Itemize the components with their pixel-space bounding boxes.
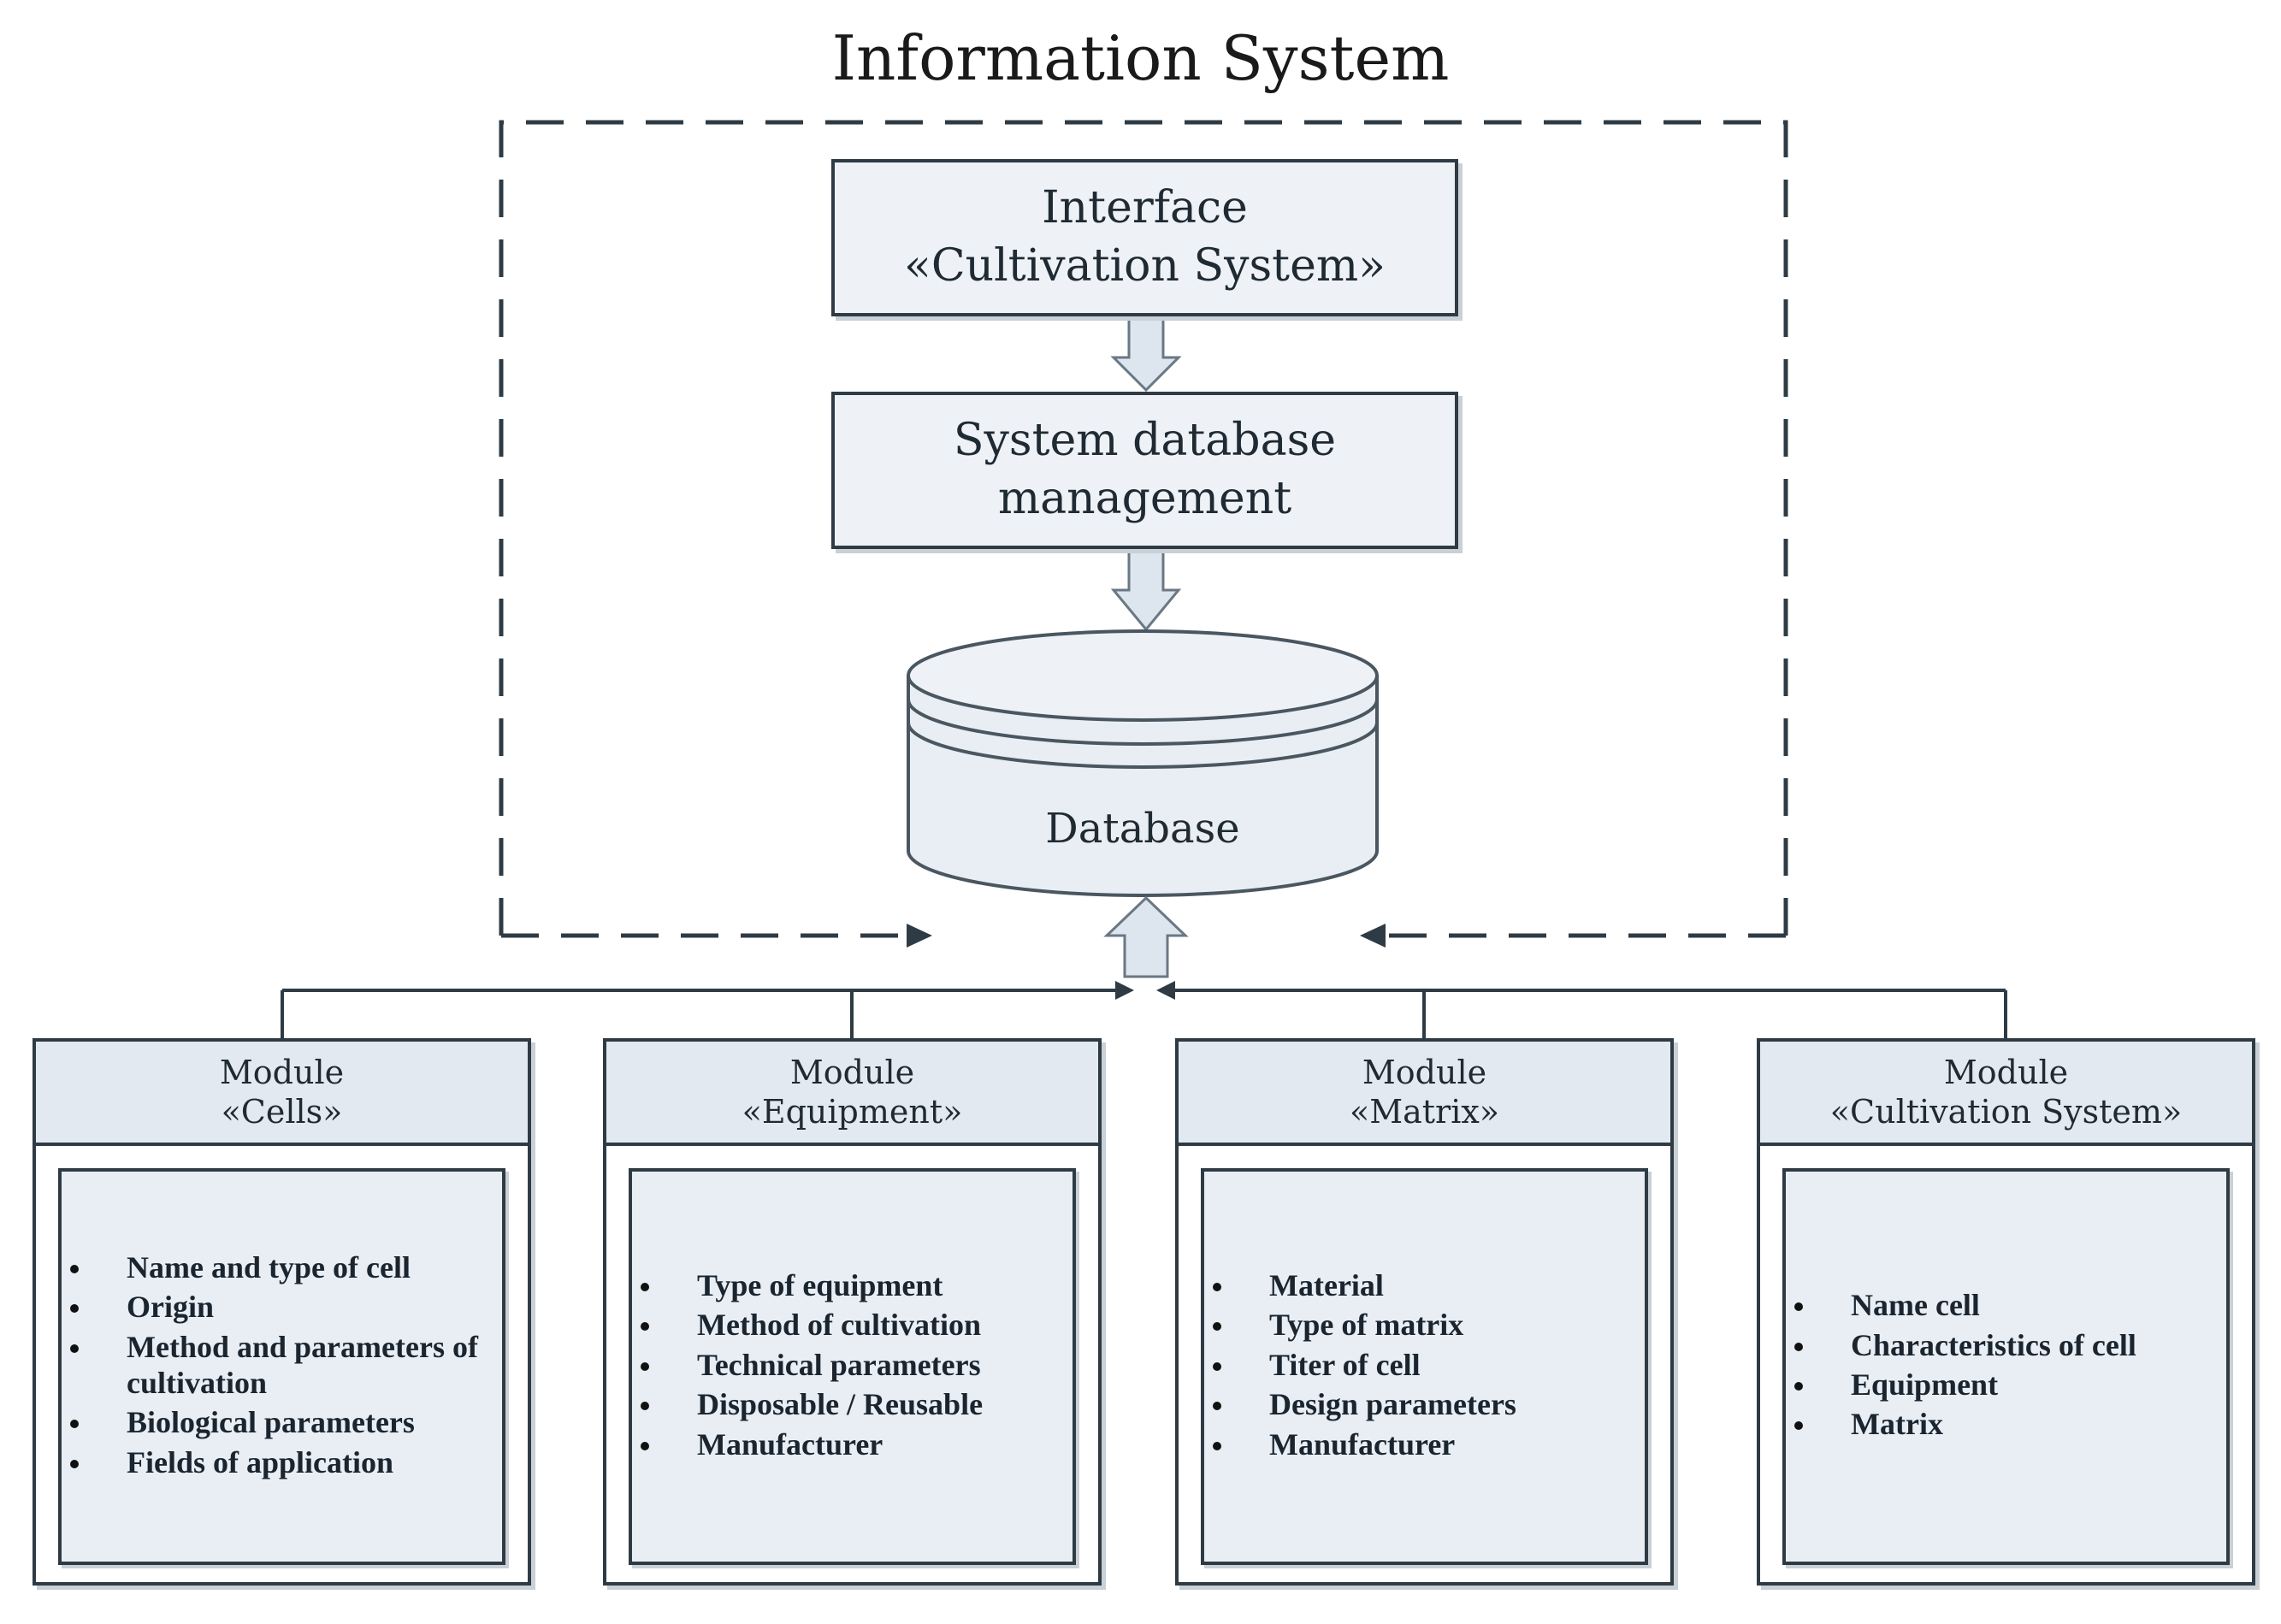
bus-arrowhead-right bbox=[1156, 981, 1175, 1000]
module-header-line2: «Cultivation System» bbox=[1829, 1093, 2183, 1131]
module-header-line2: «Equipment» bbox=[742, 1093, 963, 1131]
arrow-modules-to-database bbox=[1103, 895, 1189, 978]
list-item: Method of cultivation bbox=[632, 1307, 1064, 1343]
module-header-line1: Module bbox=[789, 1053, 915, 1091]
list-item: Equipment bbox=[1786, 1367, 2218, 1403]
module-connector-bus bbox=[281, 989, 2007, 1038]
list-item: Material bbox=[1204, 1267, 1636, 1303]
boundary-arrowhead-right bbox=[1360, 924, 1386, 948]
module-header-line1: Module bbox=[1362, 1053, 1487, 1091]
database-label: Database bbox=[1045, 805, 1240, 853]
module-item-list: Name cell Characteristics of cell Equipm… bbox=[1786, 1287, 2218, 1446]
module-cultivation-system: Module «Cultivation System» Name cell Ch… bbox=[1757, 1038, 2255, 1586]
module-item-list: Type of equipment Method of cultivation … bbox=[632, 1267, 1064, 1466]
list-item: Manufacturer bbox=[632, 1426, 1064, 1462]
boundary-arrowhead-left bbox=[907, 924, 932, 948]
interface-label-line1: Interface bbox=[1042, 182, 1248, 234]
interface-box: Interface «Cultivation System» bbox=[831, 159, 1458, 316]
interface-label-line2: «Cultivation System» bbox=[904, 240, 1386, 292]
bus-arrowhead-left bbox=[1115, 981, 1134, 1000]
module-header-line2: «Matrix» bbox=[1349, 1093, 1500, 1131]
arrow-interface-to-dbms bbox=[1110, 315, 1182, 393]
module-header-line1: Module bbox=[219, 1053, 345, 1091]
module-header: Module «Cultivation System» bbox=[1760, 1042, 2252, 1146]
list-item: Characteristics of cell bbox=[1786, 1327, 2218, 1363]
dbms-label: System database management bbox=[953, 415, 1337, 524]
list-item: Type of matrix bbox=[1204, 1307, 1636, 1343]
list-item: Fields of application bbox=[62, 1444, 493, 1480]
dbms-box: System database management bbox=[831, 392, 1458, 549]
list-item: Method and parameters of cultivation bbox=[62, 1329, 493, 1402]
list-item: Disposable / Reusable bbox=[632, 1386, 1064, 1422]
module-content-box: Name and type of cell Origin Method and … bbox=[58, 1168, 505, 1565]
list-item: Name cell bbox=[1786, 1287, 2218, 1323]
list-item: Name and type of cell bbox=[62, 1249, 493, 1285]
diagram-title: Information System bbox=[831, 22, 1450, 94]
list-item: Manufacturer bbox=[1204, 1426, 1636, 1462]
module-header: Module «Cells» bbox=[36, 1042, 528, 1146]
list-item: Type of equipment bbox=[632, 1267, 1064, 1303]
module-content-box: Name cell Characteristics of cell Equipm… bbox=[1782, 1168, 2230, 1565]
module-item-list: Name and type of cell Origin Method and … bbox=[62, 1249, 493, 1485]
list-item: Matrix bbox=[1786, 1406, 2218, 1442]
module-matrix: Module «Matrix» Material Type of matrix … bbox=[1175, 1038, 1674, 1586]
list-item: Titer of cell bbox=[1204, 1347, 1636, 1383]
information-system-boundary bbox=[499, 120, 1788, 936]
module-item-list: Material Type of matrix Titer of cell De… bbox=[1204, 1267, 1636, 1466]
module-content-box: Material Type of matrix Titer of cell De… bbox=[1201, 1168, 1648, 1565]
module-cells: Module «Cells» Name and type of cell Ori… bbox=[33, 1038, 531, 1586]
module-content-box: Type of equipment Method of cultivation … bbox=[629, 1168, 1076, 1565]
module-header: Module «Equipment» bbox=[606, 1042, 1098, 1146]
module-header: Module «Matrix» bbox=[1179, 1042, 1670, 1146]
module-header-line1: Module bbox=[1943, 1053, 2069, 1091]
list-item: Biological parameters bbox=[62, 1404, 493, 1440]
arrow-dbms-to-database bbox=[1110, 547, 1182, 632]
list-item: Technical parameters bbox=[632, 1347, 1064, 1383]
module-equipment: Module «Equipment» Type of equipment Met… bbox=[603, 1038, 1102, 1586]
module-header-line2: «Cells» bbox=[221, 1093, 343, 1131]
list-item: Design parameters bbox=[1204, 1386, 1636, 1422]
list-item: Origin bbox=[62, 1289, 493, 1325]
database-cylinder bbox=[907, 629, 1379, 897]
